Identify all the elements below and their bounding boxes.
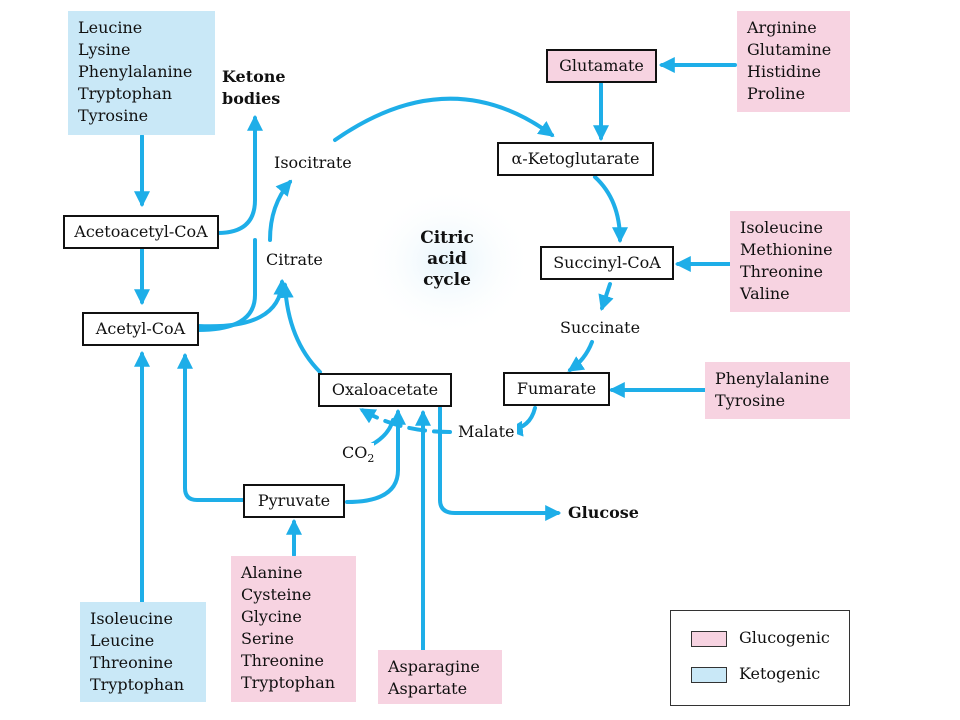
pyruvate-sources-group: Alanine Cysteine Glycine Serine Threonin… <box>231 556 356 702</box>
amino-acid-label: Phenylalanine <box>78 62 193 81</box>
glutamate-sources-group: Arginine Glutamine Histidine Proline <box>737 11 850 112</box>
amino-acid-label: Leucine <box>90 631 155 650</box>
amino-acid-label: Alanine <box>241 563 303 582</box>
legend: Glucogenic Ketogenic <box>670 610 850 706</box>
isocitrate-label: Isocitrate <box>272 153 354 172</box>
arrow-akg-to-succinyl <box>593 175 628 244</box>
arrow-acetoacetyl-to-ketone <box>216 114 263 235</box>
amino-acid-label: Proline <box>747 84 806 103</box>
arrow-succinyl-to-succinate <box>598 282 614 312</box>
co2-text: CO <box>342 443 368 462</box>
center-label-line: cycle <box>423 270 471 290</box>
amino-acid-label: Tyrosine <box>715 391 786 410</box>
amino-acid-label: Lysine <box>78 40 131 59</box>
ketone-bodies-line: bodies <box>222 89 281 108</box>
amino-acid-label: Glutamine <box>747 40 832 59</box>
glutamate-node: Glutamate <box>546 49 657 83</box>
amino-acid-label: Histidine <box>747 62 821 81</box>
oxaloacetate-node: Oxaloacetate <box>318 373 452 407</box>
amino-acid-label: Aspartate <box>388 679 468 698</box>
amino-acid-label: Isoleucine <box>90 609 173 628</box>
arrow-citrate-to-isocitrate <box>268 179 293 242</box>
amino-acid-label: Isoleucine <box>740 218 823 237</box>
amino-acid-label: Threonine <box>241 651 324 670</box>
acetyl-coa-node: Acetyl-CoA <box>82 312 199 346</box>
amino-acid-label: Leucine <box>78 18 143 37</box>
amino-acid-label: Tryptophan <box>90 675 185 694</box>
arrow-succinate-to-fumarate <box>567 340 594 372</box>
ketone-bodies-label: Ketone bodies <box>222 66 286 110</box>
arrow-oxaloacetate-to-glucose <box>438 406 562 521</box>
succinate-label: Succinate <box>558 318 643 337</box>
amino-acid-label: Phenylalanine <box>715 369 830 388</box>
ketogenic-legend-label: Ketogenic <box>739 664 821 683</box>
alpha-ketoglutarate-node: α-Ketoglutarate <box>497 142 654 176</box>
succinyl-coa-node: Succinyl-CoA <box>540 246 674 280</box>
ketogenic-swatch <box>691 667 727 683</box>
glucogenic-legend-label: Glucogenic <box>739 628 830 647</box>
acetoacetyl-coa-node: Acetoacetyl-CoA <box>63 215 219 249</box>
amino-acid-label: Serine <box>241 629 294 648</box>
ketogenic-group-top-left: Leucine Lysine Phenylalanine Tryptophan … <box>68 11 215 135</box>
amino-acid-label: Tryptophan <box>241 673 336 692</box>
amino-acid-label: Arginine <box>747 18 817 37</box>
arrow-pyruvate-to-acetyl <box>177 352 245 502</box>
arrow-malate-to-oxaloacetate <box>359 408 452 434</box>
fumarate-sources-group: Phenylalanine Tyrosine <box>705 362 850 419</box>
co2-label: CO2 <box>342 443 375 466</box>
center-label-line: acid <box>427 249 467 269</box>
citrate-label: Citrate <box>264 250 325 269</box>
malate-label: Malate <box>455 422 518 441</box>
amino-acid-label: Asparagine <box>388 657 480 676</box>
fumarate-node: Fumarate <box>503 372 610 406</box>
glucose-label: Glucose <box>568 503 639 522</box>
co2-subscript: 2 <box>367 452 375 466</box>
arrow-pyruvate-to-oxaloacetate <box>345 408 406 504</box>
succinyl-sources-group: Isoleucine Methionine Threonine Valine <box>730 211 850 312</box>
amino-acid-label: Glycine <box>241 607 302 626</box>
pyruvate-node: Pyruvate <box>243 484 345 518</box>
glucogenic-swatch <box>691 631 727 647</box>
ketogenic-group-bottom-left: Isoleucine Leucine Threonine Tryptophan <box>80 602 206 702</box>
arrow-oxaloacetate-to-citrate <box>277 281 322 374</box>
amino-acid-label: Cysteine <box>241 585 312 604</box>
oxaloacetate-sources-group: Asparagine Aspartate <box>378 650 502 704</box>
amino-acid-label: Valine <box>740 284 790 303</box>
amino-acid-label: Threonine <box>90 653 173 672</box>
arrow-acetyl-to-ketone <box>196 238 257 332</box>
amino-acid-label: Tryptophan <box>78 84 173 103</box>
amino-acid-label: Methionine <box>740 240 833 259</box>
ketone-bodies-line: Ketone <box>222 67 286 86</box>
amino-acid-label: Tyrosine <box>78 106 149 125</box>
amino-acid-label: Threonine <box>740 262 823 281</box>
center-label-line: Citric <box>420 228 474 248</box>
citric-acid-cycle-label: Citric acid cycle <box>405 228 489 291</box>
arrow-isocitrate-to-akg <box>333 96 555 142</box>
